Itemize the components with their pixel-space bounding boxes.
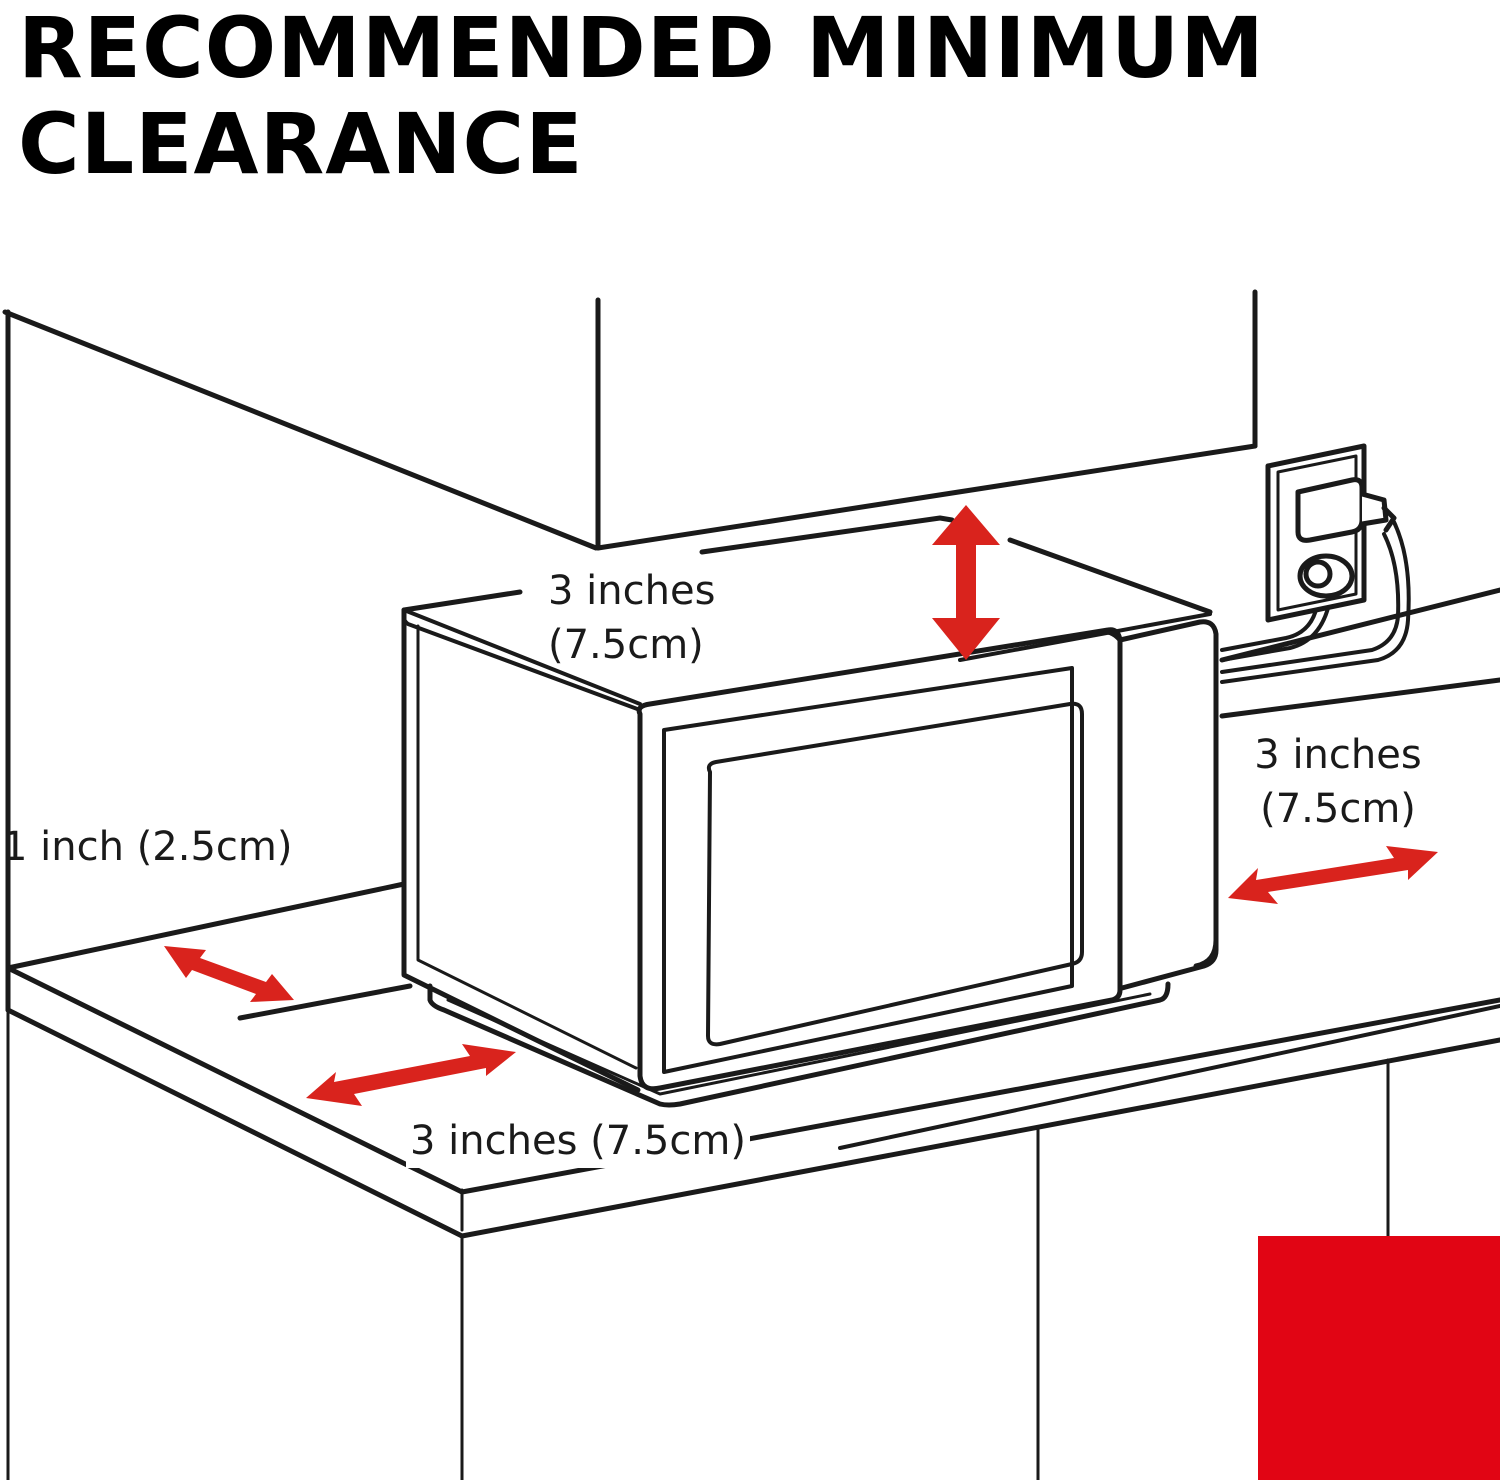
clearance-arrows [164,505,1438,1106]
right-clearance-line-2: (7.5cm) [1260,786,1416,832]
top-clearance-line-1: 3 inches [548,568,716,614]
top-clearance-arrow [932,505,1000,660]
top-clearance-line-2: (7.5cm) [548,622,704,668]
right-clearance-arrow [1228,846,1438,904]
title-line-1: RECOMMENDED MINIMUM [18,0,1265,97]
right-clearance-line-1: 3 inches [1254,732,1422,778]
top-clearance-label: 3 inches (7.5cm) [548,564,715,672]
back-wall [595,289,1258,551]
front-clearance-label: 3 inches (7.5cm) [406,1114,750,1168]
page-title: RECOMMENDED MINIMUM CLEARANCE [18,0,1265,192]
microwave-oven-icon [401,515,1219,1108]
front-clearance-arrow [306,1044,516,1106]
left-wall [2,309,599,975]
left-clearance-arrow [164,946,294,1002]
left-clearance-label: 1 inch (2.5cm) [2,824,293,870]
cabinets [6,1008,1390,1480]
brand-accent-block [1258,1236,1500,1480]
power-plug-icon [1295,477,1397,543]
title-line-2: CLEARANCE [18,95,584,193]
right-clearance-label: 3 inches (7.5cm) [1236,728,1440,836]
